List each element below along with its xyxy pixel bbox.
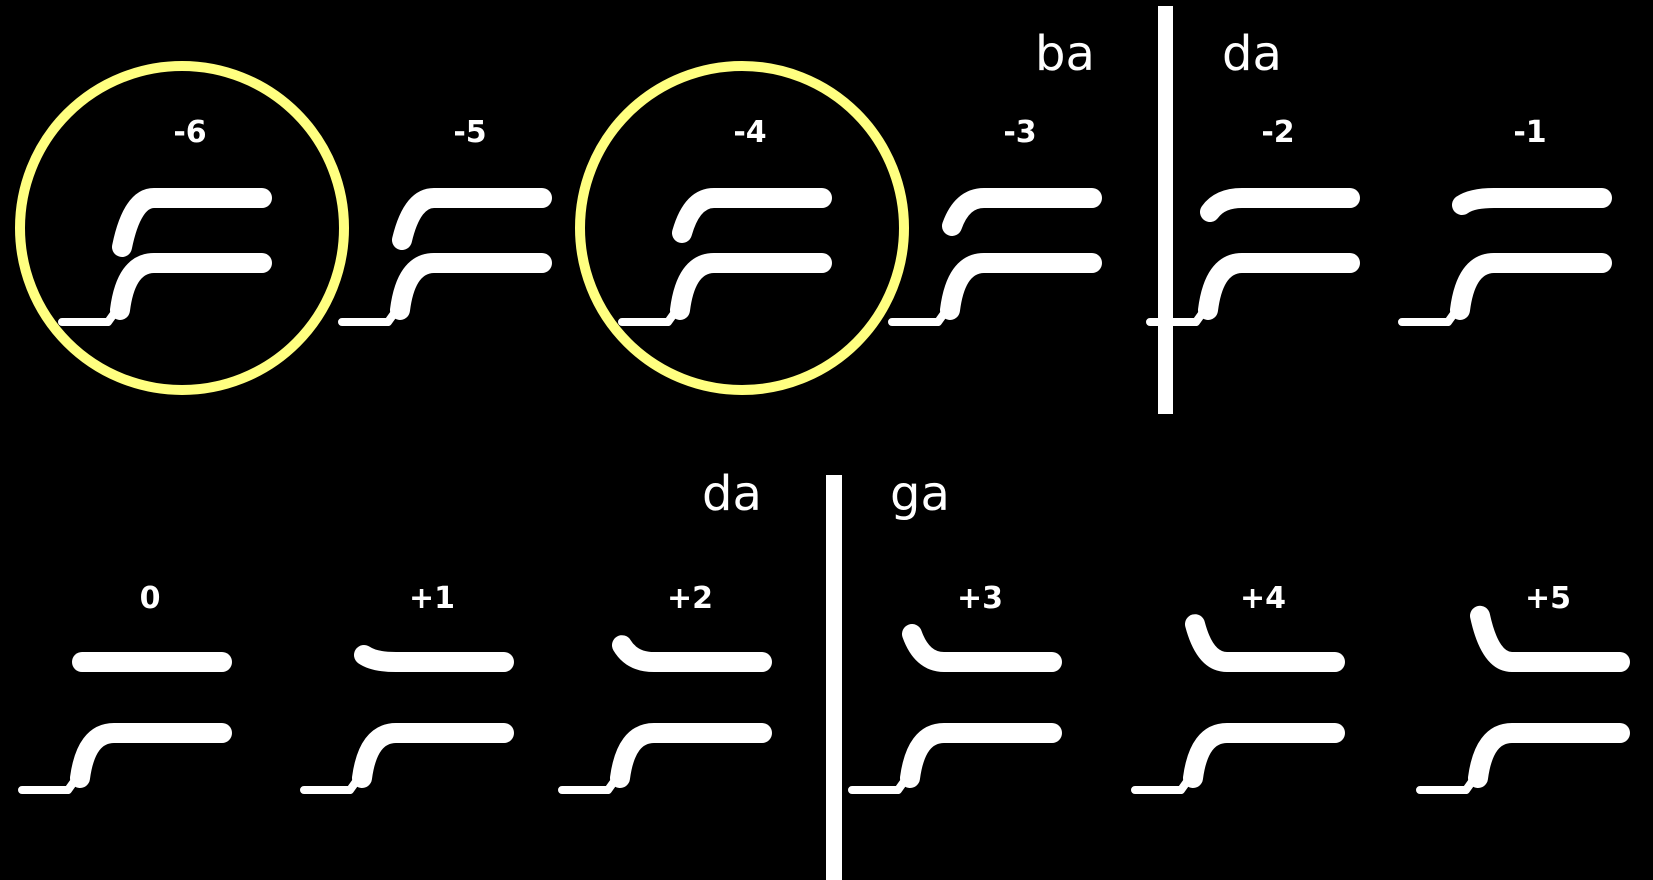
step-label: 0 — [140, 581, 161, 616]
onset-formant-band — [892, 308, 948, 322]
upper-formant-band — [1462, 198, 1602, 205]
upper-formant-band — [622, 645, 762, 662]
category-label-ba: ba — [1035, 26, 1095, 82]
upper-formant-band — [682, 198, 822, 233]
onset-formant-band — [1135, 776, 1191, 790]
lower-formant-band — [1478, 733, 1620, 778]
step-label: +2 — [667, 581, 713, 616]
step-label: -6 — [173, 115, 206, 150]
onset-formant-band — [1420, 776, 1476, 790]
boundary-divider-da-ga — [826, 475, 842, 880]
onset-formant-band — [62, 308, 118, 322]
onset-formant-band — [1402, 308, 1458, 322]
step-label: -2 — [1261, 115, 1294, 150]
upper-formant-band — [122, 198, 262, 247]
lower-formant-band — [620, 733, 762, 778]
onset-formant-band — [304, 776, 360, 790]
step-label: -4 — [733, 115, 766, 150]
onset-formant-band — [562, 776, 618, 790]
upper-formant-band — [402, 198, 542, 240]
spectrogram-group: -6 -5 -4 -3 -2 -1 0 +1 +2 +3 +4 +5 — [20, 66, 1620, 790]
step-label: -3 — [1003, 115, 1036, 150]
lower-formant-band — [400, 263, 542, 310]
upper-formant-band — [1195, 624, 1335, 662]
step-label: +1 — [409, 581, 455, 616]
step-label: -1 — [1513, 115, 1546, 150]
lower-formant-band — [1208, 263, 1350, 310]
step-label: -5 — [453, 115, 486, 150]
onset-formant-band — [622, 308, 678, 322]
category-label-da-top: da — [1222, 26, 1282, 82]
lower-formant-band — [950, 263, 1092, 310]
upper-formant-band — [364, 655, 504, 662]
step-label: +3 — [957, 581, 1003, 616]
onset-formant-band — [852, 776, 908, 790]
step-label: +5 — [1525, 581, 1571, 616]
upper-formant-band — [1210, 198, 1350, 212]
upper-formant-band — [952, 198, 1092, 226]
upper-formant-band — [912, 634, 1052, 662]
upper-formant-band — [1480, 616, 1620, 662]
lower-formant-band — [1193, 733, 1335, 778]
onset-formant-band — [22, 776, 78, 790]
step-label: +4 — [1240, 581, 1286, 616]
lower-formant-band — [80, 733, 222, 778]
category-label-da-bottom: da — [702, 466, 762, 522]
boundary-divider-ba-da — [1158, 6, 1173, 414]
lower-formant-band — [1460, 263, 1602, 310]
lower-formant-band — [362, 733, 504, 778]
lower-formant-band — [910, 733, 1052, 778]
onset-formant-band — [342, 308, 398, 322]
category-label-ga: ga — [890, 466, 950, 522]
lower-formant-band — [680, 263, 822, 310]
lower-formant-band — [120, 263, 262, 310]
